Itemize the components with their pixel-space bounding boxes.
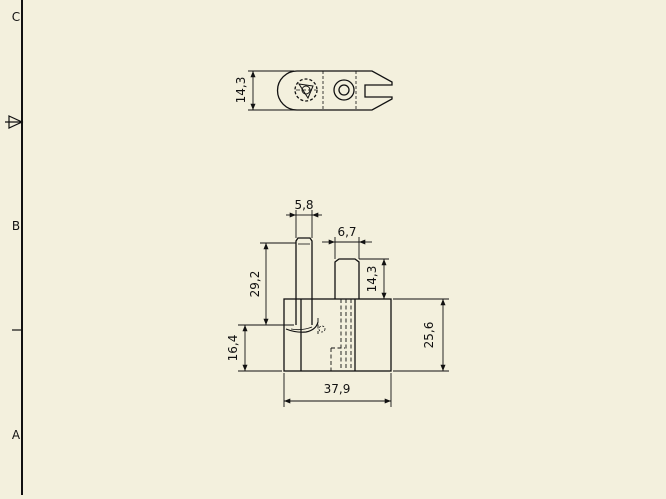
dimension-top-height [248,70,294,111]
centering-mark-icon [5,115,24,129]
dimension-boss-height [359,258,389,299]
dimension-pin-width [286,210,322,238]
front-view [283,237,392,372]
dimension-boss-width [322,237,372,259]
zone-label-a: A [12,428,21,442]
dimension-pin-width-value: 5,8 [294,198,313,212]
dimension-top-height-value: 14,3 [234,77,248,104]
dimension-total-width [283,373,392,407]
dimension-pin-height-value: 29,2 [248,271,262,298]
sheet-border [12,0,23,495]
dimension-boss-width-value: 6,7 [337,225,356,239]
zone-label-b: B [12,219,20,233]
top-view [276,70,393,111]
dimension-base-height-left-value: 16,4 [226,335,240,362]
dimension-boss-height-value: 14,3 [365,266,379,293]
dimension-base-height-left [238,324,290,372]
dimension-total-height-right [393,298,449,372]
dimension-total-width-value: 37,9 [324,382,351,396]
dimension-pin-height [260,242,296,326]
dimension-total-height-right-value: 25,6 [422,322,436,349]
zone-label-c: C [12,10,20,24]
